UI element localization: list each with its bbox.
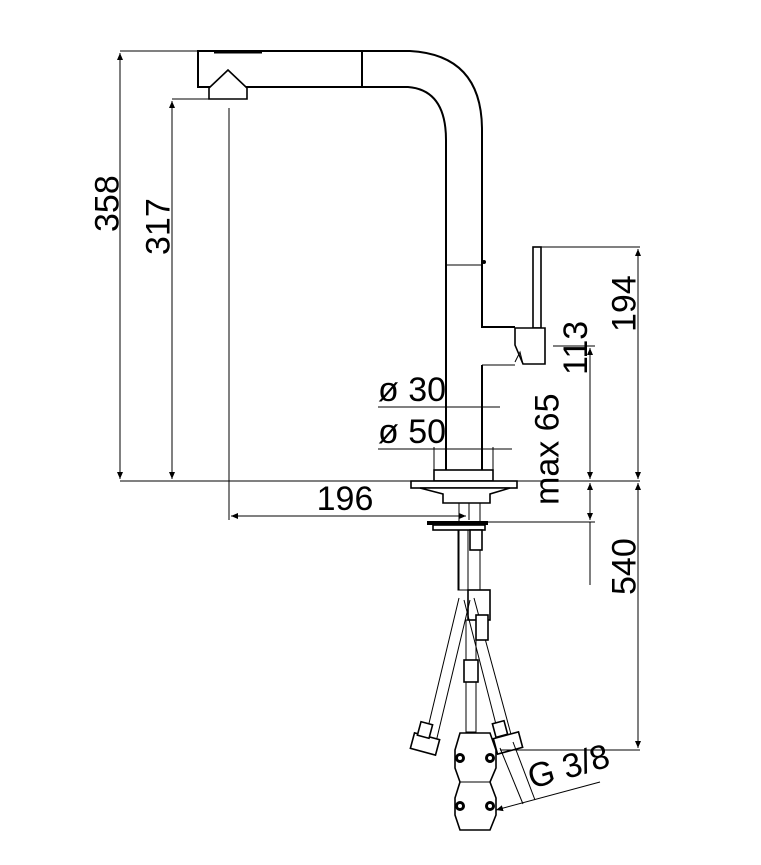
nozzle (208, 68, 248, 100)
dim-spout-reach: 196 (317, 480, 374, 518)
dim-body-diameter: ø 30 (378, 371, 446, 409)
dim-hose-length: 540 (606, 538, 644, 595)
dim-base-diameter: ø 50 (378, 413, 446, 451)
supply-hoses (409, 597, 524, 757)
dim-connection-thread: G 3/8 (523, 737, 613, 796)
dimension-lines (117, 50, 641, 812)
dim-overall-height: 358 (89, 175, 127, 232)
faucet-base (410, 469, 518, 621)
dim-max-deck-thickness: max 65 (528, 394, 566, 506)
spout-head (197, 50, 363, 100)
dim-handle-height: 113 (557, 321, 595, 375)
dim-spout-outlet-height: 317 (140, 198, 178, 255)
dim-lever-height: 194 (606, 275, 644, 332)
lever-handle (482, 246, 546, 366)
hose-connector-block (454, 732, 497, 831)
faucet-body (198, 50, 515, 470)
